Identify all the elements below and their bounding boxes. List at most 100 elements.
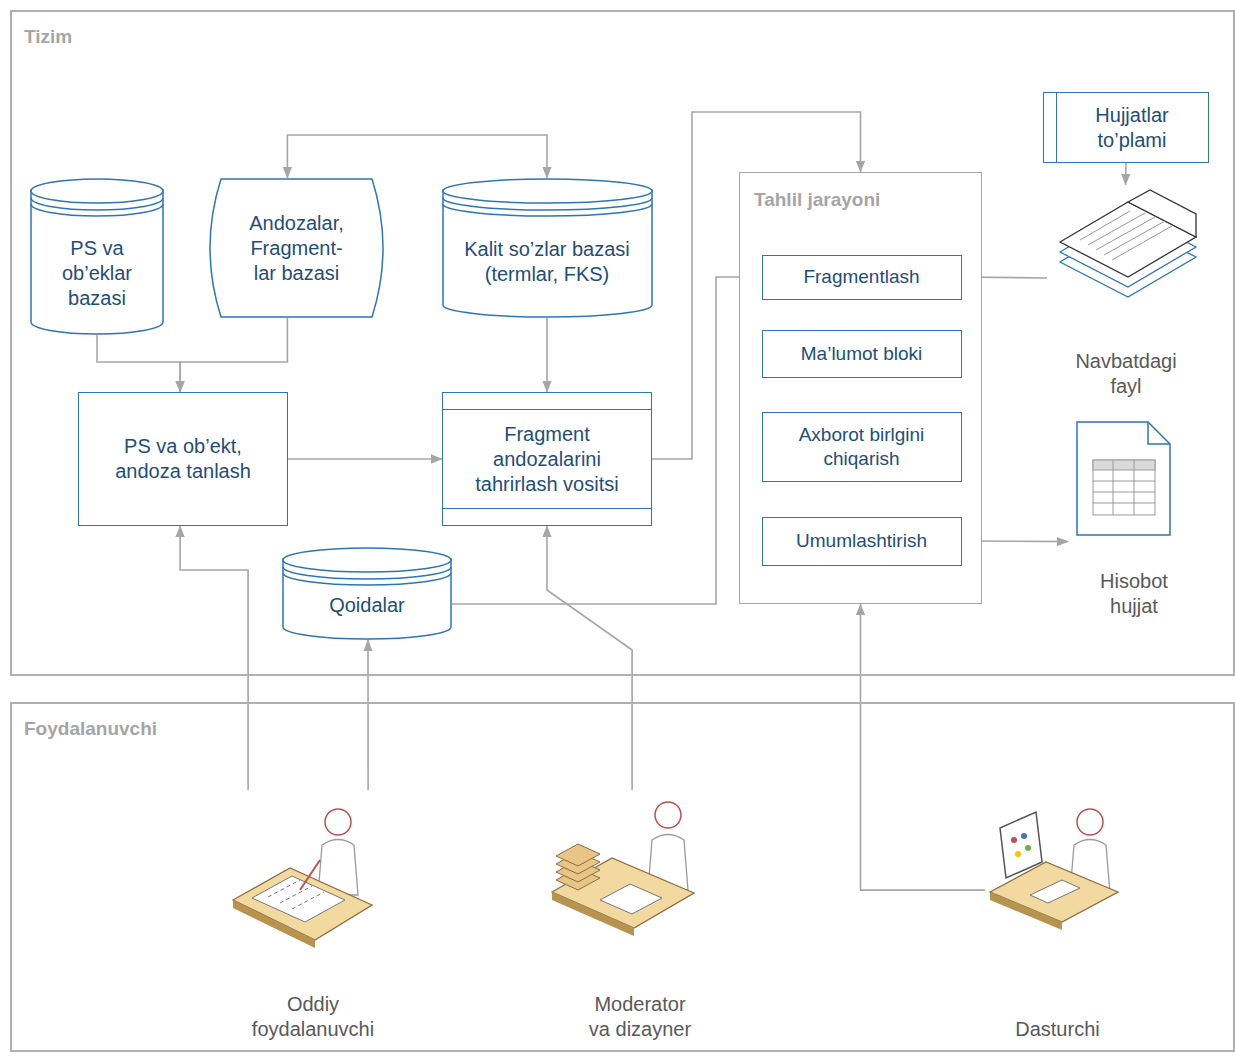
connector bbox=[97, 335, 180, 392]
document-stack-icon-part-part bbox=[1088, 213, 1145, 245]
cylinder-top bbox=[443, 179, 652, 203]
actor-label: Navbatdagi fayl bbox=[1066, 349, 1186, 399]
connector bbox=[287, 135, 547, 178]
side-stripe bbox=[1056, 93, 1057, 162]
cylinder-ring bbox=[31, 204, 163, 216]
report-document-icon-part-part bbox=[1093, 481, 1155, 482]
box-label: Fragment andozalarini tahrirlash vositsi bbox=[458, 422, 636, 497]
actor-node: Hisobot hujjat bbox=[1068, 418, 1200, 625]
process-box: PS va ob’eklar bazasi bbox=[30, 178, 164, 335]
document-stack-icon-part-part bbox=[1096, 217, 1155, 250]
cylinder-ring bbox=[443, 204, 652, 216]
user-at-desk-icon bbox=[233, 809, 372, 948]
connector bbox=[367, 640, 369, 790]
group-title: Tahlil jarayoni bbox=[754, 189, 880, 211]
user-at-desk-icon-part bbox=[252, 876, 345, 922]
group-title: Foydalanuvchi bbox=[24, 718, 157, 740]
developer-at-desk-icon-part bbox=[1000, 812, 1042, 878]
box-label: Andozalar, Fragment- lar bazasi bbox=[241, 211, 353, 286]
process-box: Andozalar, Fragment- lar bazasi bbox=[205, 178, 388, 318]
user-at-desk-icon-part-part bbox=[292, 892, 324, 909]
report-document-icon-part bbox=[1093, 460, 1155, 515]
report-document-icon bbox=[1077, 422, 1170, 535]
database-cylinder bbox=[282, 547, 452, 640]
cylinder-top bbox=[31, 179, 163, 203]
process-box: Axborot birlgini chiqarish bbox=[762, 412, 962, 482]
developer-at-desk-icon-part bbox=[1021, 833, 1027, 839]
process-box: Hujjatlar to’plami bbox=[1043, 92, 1209, 163]
developer-at-desk-icon bbox=[990, 809, 1118, 930]
process-box: Fragment andozalarini tahrirlash vositsi bbox=[442, 392, 652, 526]
connector bbox=[547, 526, 632, 790]
box-label: PS va ob’ekt, andoza tanlash bbox=[106, 434, 261, 484]
user-at-desk-icon-part bbox=[300, 860, 320, 890]
actor-label: Moderator va dizayner bbox=[585, 992, 695, 1042]
actor-label: Hisobot hujjat bbox=[1084, 569, 1184, 619]
actor-label: Dasturchi bbox=[1015, 1017, 1099, 1042]
connector bbox=[1125, 163, 1127, 185]
document-stack-icon-part-part bbox=[1104, 221, 1165, 255]
actor-node: Moderator va dizayner bbox=[550, 790, 730, 1048]
actor-label: Oddiy foydalanuvchi bbox=[243, 992, 383, 1042]
document-stack-icon-part bbox=[1128, 190, 1196, 237]
moderator-at-desk-icon-part bbox=[600, 884, 662, 914]
cylinder-ring bbox=[283, 567, 451, 579]
developer-at-desk-icon-part bbox=[1077, 809, 1103, 835]
swimlane-band: FoydalanuvchiOddiy foydalanuvchi Moderato… bbox=[10, 702, 1235, 1052]
box-label: Ma’lumot bloki bbox=[801, 342, 922, 366]
connector bbox=[180, 318, 287, 392]
cylinder-top bbox=[283, 548, 451, 572]
box-label: Hujjatlar to’plami bbox=[1067, 103, 1197, 153]
connector bbox=[861, 604, 986, 890]
connector bbox=[288, 458, 442, 460]
developer-at-desk-icon-part bbox=[1030, 880, 1080, 903]
process-box: Fragmentlash bbox=[762, 255, 962, 300]
process-box: Ma’lumot bloki bbox=[762, 330, 962, 378]
document-stack-icon-part-part bbox=[1112, 226, 1172, 260]
document-stack-icon bbox=[1060, 190, 1196, 297]
actor-node: Oddiy foydalanuvchi bbox=[228, 790, 398, 1048]
actor-node: Navbatdagi fayl bbox=[1047, 185, 1205, 405]
process-box: Qoidalar bbox=[282, 547, 452, 640]
actor-node: Dasturchi bbox=[985, 790, 1130, 1048]
report-document-icon-part-part bbox=[1093, 492, 1155, 493]
group-title: Tizim bbox=[24, 26, 72, 48]
box-label: Axborot birlgini chiqarish bbox=[777, 423, 947, 471]
cylinder-ring bbox=[443, 198, 652, 210]
report-document-icon-part-part bbox=[1093, 503, 1155, 504]
box-label: PS va ob’eklar bazasi bbox=[50, 236, 145, 311]
user-at-desk-icon-part bbox=[325, 809, 351, 835]
document-stack-icon-part bbox=[1080, 211, 1172, 260]
box-label: Fragmentlash bbox=[803, 265, 919, 289]
stored-data-outline bbox=[210, 179, 383, 317]
box-label: Umumlashtirish bbox=[796, 529, 927, 553]
process-box: Kalit so’zlar bazasi (termlar, FKS) bbox=[442, 178, 653, 318]
box-label: Kalit so’zlar bazasi (termlar, FKS) bbox=[450, 237, 645, 287]
user-at-desk-icon-part bbox=[268, 880, 324, 909]
header-rule bbox=[443, 409, 651, 410]
moderator-at-desk-icon bbox=[552, 802, 694, 936]
connector bbox=[180, 526, 248, 790]
connector bbox=[546, 318, 548, 392]
report-document-icon-part-part bbox=[1113, 460, 1114, 515]
cylinder-body bbox=[31, 190, 163, 334]
moderator-at-desk-icon-part bbox=[556, 844, 600, 890]
developer-at-desk-icon-part bbox=[1015, 851, 1021, 857]
process-box: PS va ob’ekt, andoza tanlash bbox=[78, 392, 288, 526]
moderator-at-desk-icon-part bbox=[655, 802, 681, 828]
cylinder-body bbox=[443, 190, 652, 317]
report-document-icon-part-part bbox=[1134, 460, 1135, 515]
cylinder-ring bbox=[283, 573, 451, 585]
footer-rule bbox=[443, 508, 651, 509]
cylinder-ring bbox=[31, 198, 163, 210]
box-label: Qoidalar bbox=[329, 593, 405, 618]
developer-at-desk-icon-part bbox=[1025, 845, 1031, 851]
process-group: Tahlil jarayoniFragmentlashMa’lumot blok… bbox=[739, 172, 982, 604]
report-document-icon-part bbox=[1093, 460, 1155, 515]
report-document-icon-part bbox=[1077, 422, 1170, 535]
report-document-icon-part bbox=[1093, 460, 1155, 470]
developer-at-desk-icon-part bbox=[1011, 837, 1017, 843]
moderator-at-desk-icon-part-part bbox=[556, 844, 600, 866]
report-document-icon-part bbox=[1148, 422, 1170, 444]
